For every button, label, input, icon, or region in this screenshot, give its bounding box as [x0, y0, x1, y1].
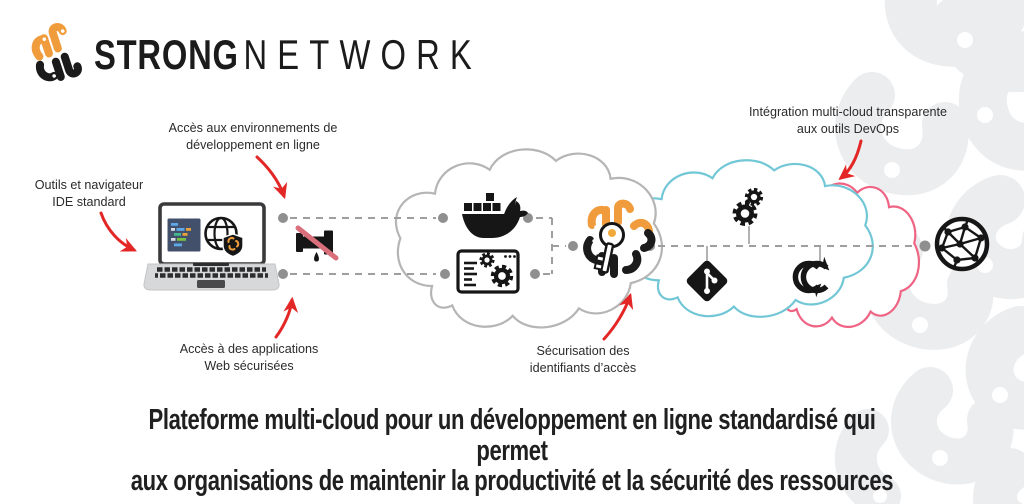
- brand-name-bold: STRONG: [94, 31, 239, 78]
- brain-key-icon: [583, 199, 656, 278]
- browser-gears-icon: [456, 249, 520, 294]
- shield-brain-icon: [222, 233, 244, 258]
- globe-icon: [204, 216, 238, 251]
- code-lines: [171, 223, 191, 247]
- arrow-devops: [838, 139, 863, 181]
- headline: Plateforme multi-cloud pour un développe…: [130, 404, 894, 497]
- brain-logo-icon: [31, 23, 82, 82]
- git-branch-icon: [686, 260, 728, 302]
- arrow-tools: [99, 211, 137, 252]
- annotation-arrows: [99, 139, 863, 341]
- arrow-webapps: [274, 296, 299, 339]
- multi-cloud-globe-icon: [934, 216, 990, 272]
- connection-lines: [290, 217, 918, 275]
- arrow-credentials: [602, 292, 634, 341]
- big-gear-icon: [493, 267, 511, 285]
- no-slash: [295, 225, 339, 261]
- annotation-environments: Accès aux environnements de développemen…: [168, 121, 338, 152]
- laptop-ide-icon: [143, 202, 280, 291]
- annotation-devops: Intégration multi-cloud transparente aux…: [748, 105, 948, 136]
- brand-name-light: NETWORK: [243, 31, 482, 78]
- annotation-tools: Outils et navigateur IDE standard: [34, 178, 144, 209]
- arrow-environments: [255, 155, 288, 200]
- no-leak-pipe-icon: [295, 225, 339, 262]
- annotation-credentials: Sécurisation des identifiants d’accès: [529, 344, 637, 375]
- annotation-webapps: Accès à des applications Web sécurisées: [179, 342, 319, 373]
- devops-loop-icon: [792, 256, 830, 298]
- docker-whale-icon: [462, 193, 528, 238]
- cloud-shapes: [396, 149, 919, 327]
- key-icon: [593, 222, 625, 274]
